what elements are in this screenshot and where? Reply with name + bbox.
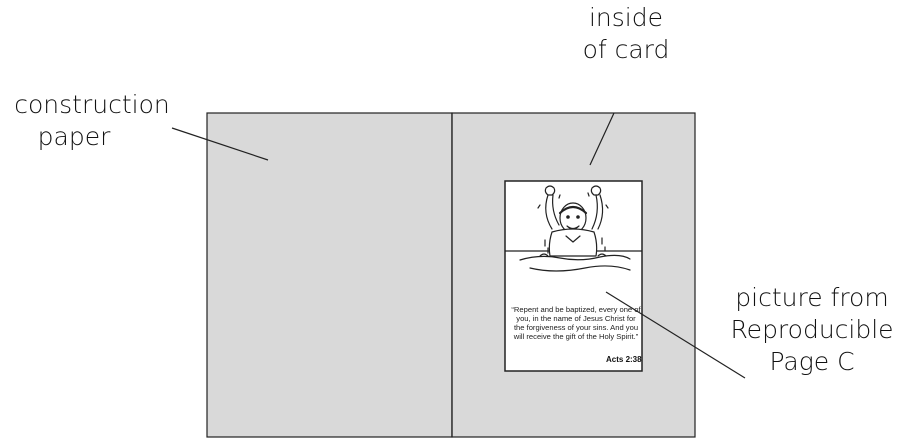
- construction-paper-left: [206, 112, 453, 438]
- baptism-illustration: [519, 185, 631, 272]
- bible-verse-reference: Acts 2:38: [606, 355, 642, 364]
- picture-from-label: picture from Reproducible Page C: [724, 282, 900, 378]
- inside-of-card-label-line-2: of card: [582, 35, 670, 64]
- reproducible-picture: [504, 180, 643, 372]
- construction-paper-pointer: [171, 127, 269, 161]
- construction-paper-label-line-1: construction: [14, 90, 170, 119]
- inside-of-card-label-line-1: inside: [588, 3, 663, 32]
- picture-from-label-line-2: Reproducible: [730, 315, 894, 344]
- picture-pointer: [605, 291, 746, 379]
- inside-of-card-pointer: [589, 112, 615, 166]
- inside-of-card-label: inside of card: [571, 2, 681, 66]
- bible-verse-text: “Repent and be baptized, every one of yo…: [511, 305, 641, 341]
- construction-paper-label: construction paper: [6, 89, 178, 153]
- construction-paper-label-line-2: paper: [37, 122, 111, 151]
- picture-from-label-line-1: picture from: [735, 283, 889, 312]
- picture-from-label-line-3: Page C: [769, 347, 855, 376]
